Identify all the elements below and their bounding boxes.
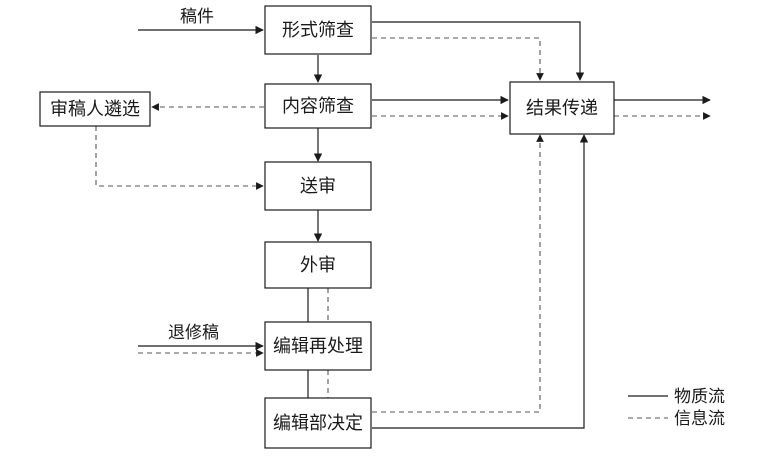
manuscript-label: 稿件: [180, 7, 214, 27]
send-review-box: 送审: [264, 161, 372, 211]
reviewer-selection-box: 审稿人遴选: [39, 91, 151, 127]
form-screening-label: 形式筛查: [282, 20, 354, 41]
material-flow-lines: [138, 21, 711, 429]
decision-to-result-dashed-arrow: [372, 134, 544, 413]
external-review-box: 外审: [264, 241, 372, 289]
external-review-label: 外审: [300, 255, 336, 276]
form-screening-box: 形式筛查: [264, 5, 372, 55]
editor-reprocess-box: 编辑再处理: [264, 321, 372, 371]
result-delivery-box: 结果传递: [509, 81, 615, 135]
result-delivery-label: 结果传递: [526, 98, 598, 119]
form-to-result-arrow: [372, 21, 585, 81]
send-review-label: 送审: [300, 176, 336, 197]
legend-material-flow: 物质流: [674, 387, 725, 407]
revised-manuscript-label: 退修稿: [168, 323, 219, 343]
info-flow-lines: [95, 37, 711, 419]
editorial-decision-label: 编辑部决定: [273, 413, 363, 434]
form-to-result-dashed-arrow: [372, 37, 544, 81]
reviewer-to-send-dashed-arrow: [95, 126, 264, 190]
editor-reprocess-label: 编辑再处理: [273, 336, 363, 357]
content-screening-box: 内容筛查: [264, 83, 372, 129]
reviewer-selection-label: 审稿人遴选: [50, 99, 140, 120]
legend-info-flow: 信息流: [674, 409, 725, 429]
legend: 物质流 信息流: [674, 387, 725, 429]
decision-to-result-arrow: [372, 134, 589, 429]
editorial-decision-box: 编辑部决定: [264, 397, 372, 449]
content-screening-label: 内容筛查: [282, 96, 354, 117]
